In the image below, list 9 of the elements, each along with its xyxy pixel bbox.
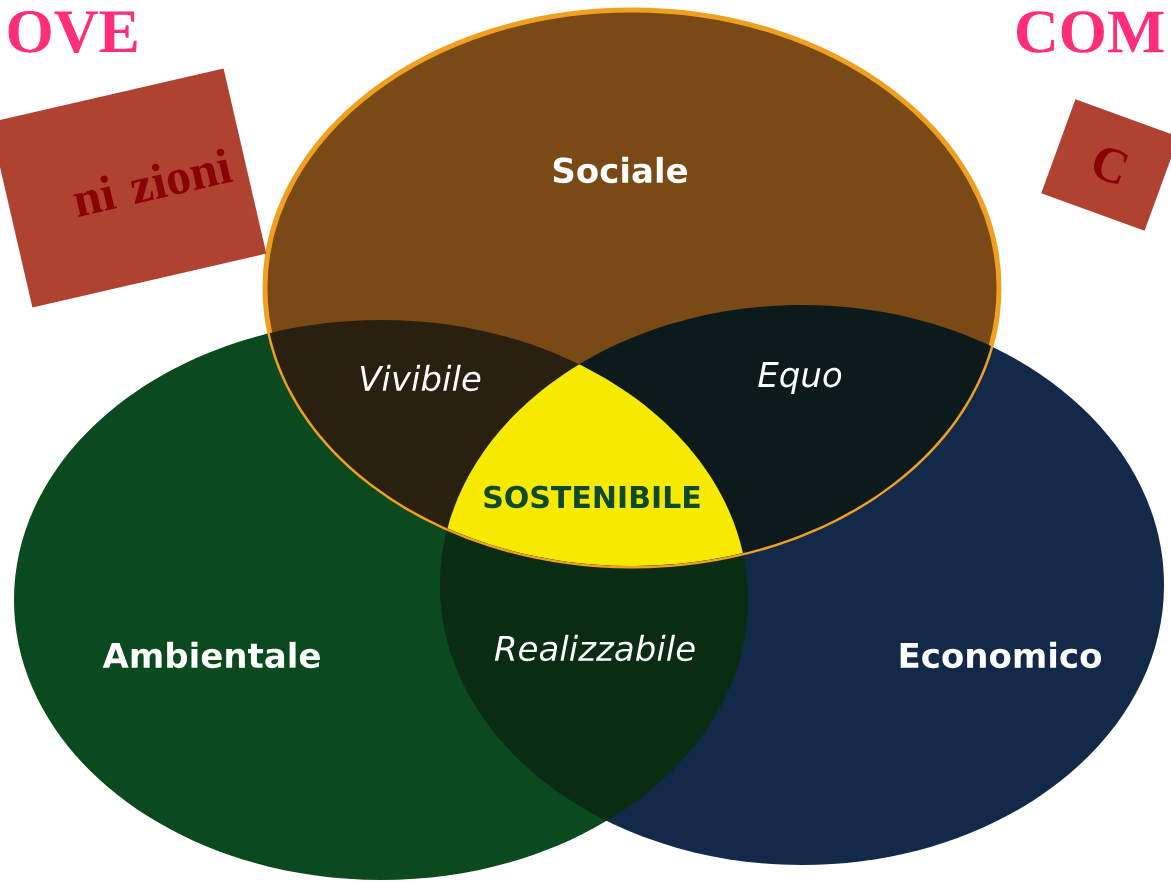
region-label: Realizzabile <box>494 634 695 662</box>
center-label: SOSTENIBILE <box>484 485 700 509</box>
note-card: C <box>1041 99 1171 231</box>
circle-label: Economico <box>900 641 1101 669</box>
note-card: ni zioni <box>0 68 267 308</box>
circle-label: Ambientale <box>102 641 320 669</box>
region-label: Vivibile <box>360 364 481 392</box>
circle-label: Sociale <box>553 156 688 184</box>
region-label: Equo <box>758 362 842 394</box>
